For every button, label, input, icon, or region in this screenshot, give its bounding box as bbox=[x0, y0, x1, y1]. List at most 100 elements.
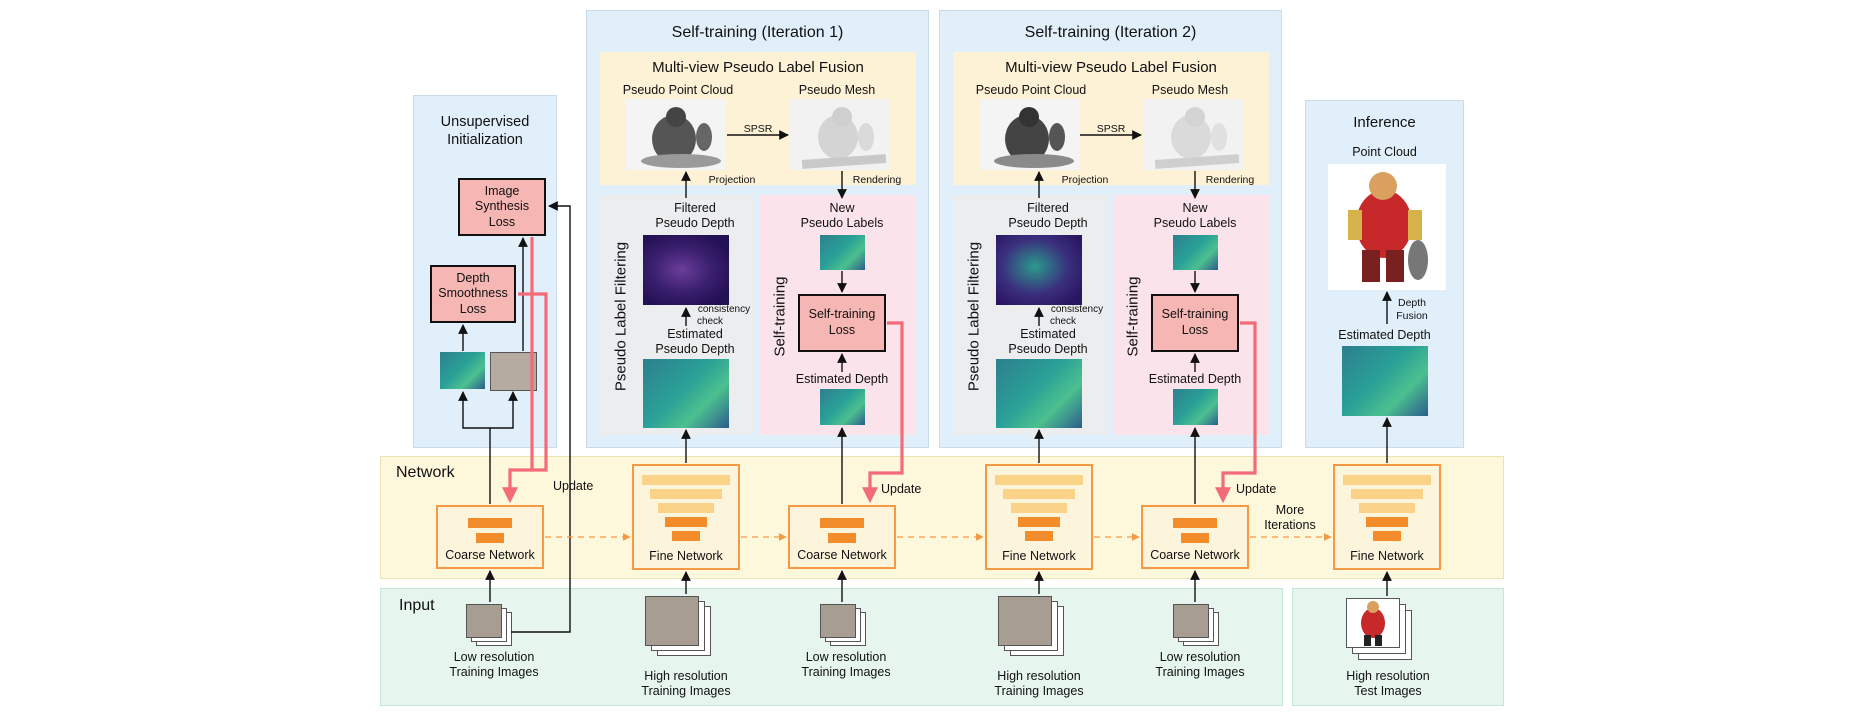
fine-bar bbox=[672, 531, 700, 541]
arrow-input-to-synthesis bbox=[511, 201, 571, 633]
low-res-label-1a: Low resolution bbox=[805, 650, 887, 664]
update-label-1: Update bbox=[881, 482, 922, 496]
projection-label-2: Projection bbox=[1061, 174, 1109, 186]
stack-image bbox=[998, 596, 1052, 646]
coarse-network-1: Coarse Network bbox=[788, 505, 896, 569]
fine-bar bbox=[1351, 489, 1423, 499]
pseudo-point-cloud-image-2 bbox=[979, 99, 1079, 170]
point-cloud-label: Point Cloud bbox=[1352, 145, 1417, 159]
filtered-label-2b: Pseudo Depth bbox=[1008, 216, 1088, 230]
fine-network-label: Fine Network bbox=[1002, 549, 1076, 563]
fine-network-2: Fine Network bbox=[985, 464, 1093, 570]
estimated-pseudo-depth-image-2 bbox=[996, 359, 1082, 428]
pseudo-mesh-label-2: Pseudo Mesh bbox=[1151, 83, 1229, 97]
unsupervised-init-title-2: Initialization bbox=[447, 132, 523, 148]
filtered-label-1a: Filtered bbox=[674, 201, 716, 215]
low-res-label-2a: Low resolution bbox=[1159, 650, 1241, 664]
coarse-bar bbox=[828, 533, 856, 543]
coarse-network-label: Coarse Network bbox=[445, 548, 535, 562]
stack-image bbox=[466, 604, 502, 638]
test-label-a: High resolution bbox=[1346, 669, 1430, 683]
depth-smoothness-loss-2: Smoothness bbox=[438, 286, 508, 301]
coarse-network-label: Coarse Network bbox=[1150, 548, 1240, 562]
fine-bar bbox=[1025, 531, 1053, 541]
new-pseudo-label-1b: Pseudo Labels bbox=[800, 216, 884, 230]
low-res-label-1b: Training Images bbox=[801, 665, 891, 679]
iter1-title: Self-training (Iteration 1) bbox=[671, 24, 844, 41]
more-iterations-label-1: More bbox=[1275, 503, 1305, 517]
coarse-bar bbox=[468, 518, 512, 528]
filtered-depth-image-1 bbox=[643, 235, 729, 305]
fine-network-final: Fine Network bbox=[1333, 464, 1441, 570]
self-training-loss-1b: Loss bbox=[828, 323, 856, 337]
low-res-label-0a: Low resolution bbox=[453, 650, 535, 664]
estimated-pseudo-depth-image-1 bbox=[643, 359, 729, 428]
image-synthesis-loss-2: Synthesis bbox=[474, 199, 530, 214]
stack-image bbox=[645, 596, 699, 646]
arrow-coarse0-up2 bbox=[490, 391, 518, 429]
pseudo-mesh-image-2 bbox=[1143, 99, 1243, 170]
high-res-label-2a: High resolution bbox=[997, 669, 1081, 683]
inference-title: Inference bbox=[1353, 114, 1416, 131]
high-res-label-1b: Training Images bbox=[641, 684, 731, 698]
iter2-title: Self-training (Iteration 2) bbox=[1024, 24, 1197, 41]
fine-bar bbox=[1359, 503, 1415, 513]
fine-bar bbox=[1366, 517, 1408, 527]
network-panel bbox=[380, 456, 1504, 579]
fine-bar bbox=[1011, 503, 1067, 513]
filtered-label-1b: Pseudo Depth bbox=[655, 216, 735, 230]
low-res-label-2b: Training Images bbox=[1155, 665, 1245, 679]
consistency-label-2b: check bbox=[1049, 316, 1077, 327]
unsup-depth-image bbox=[440, 352, 485, 389]
consistency-label-1b: check bbox=[696, 316, 724, 327]
filtered-label-2a: Filtered bbox=[1027, 201, 1069, 215]
estimated-depth-label-2: Estimated Depth bbox=[1148, 372, 1242, 386]
update-arrow-0a bbox=[502, 237, 534, 504]
pseudo-point-cloud-image-1 bbox=[626, 99, 726, 170]
stack-image bbox=[1173, 604, 1209, 638]
test-label-b: Test Images bbox=[1354, 684, 1422, 698]
pseudo-point-cloud-label-1: Pseudo Point Cloud bbox=[622, 83, 734, 97]
high-res-label-2b: Training Images bbox=[994, 684, 1084, 698]
new-pseudo-label-2a: New bbox=[1182, 201, 1208, 215]
low-res-label-0b: Training Images bbox=[449, 665, 539, 679]
coarse-network-0: Coarse Network bbox=[436, 505, 544, 569]
unsup-rgb-image bbox=[490, 352, 537, 391]
update-label-2: Update bbox=[1236, 482, 1277, 496]
fine-network-label: Fine Network bbox=[649, 549, 723, 563]
inference-depth-image bbox=[1342, 346, 1428, 416]
update-arrow-0b bbox=[518, 292, 548, 472]
fine-bar bbox=[642, 475, 730, 485]
image-synthesis-loss-3: Loss bbox=[488, 214, 516, 229]
estimated-depth-image-2 bbox=[1173, 389, 1218, 425]
fine-bar bbox=[665, 517, 707, 527]
spsr-label-1: SPSR bbox=[743, 123, 773, 135]
fine-bar bbox=[1373, 531, 1401, 541]
self-training-loss-2a: Self-training bbox=[1161, 307, 1229, 322]
filtered-depth-image-2 bbox=[996, 235, 1082, 305]
fine-bar bbox=[1003, 489, 1075, 499]
consistency-label-2a: consistency bbox=[1050, 304, 1104, 315]
depth-smoothness-loss-3: Loss bbox=[459, 301, 487, 316]
image-synthesis-loss-1: Image bbox=[484, 183, 520, 198]
depth-fusion-label-2: Fusion bbox=[1396, 310, 1428, 322]
fine-bar bbox=[1018, 517, 1060, 527]
fine-bar bbox=[650, 489, 722, 499]
fine-network-1: Fine Network bbox=[632, 464, 740, 570]
fine-bar bbox=[995, 475, 1083, 485]
rendering-label-1: Rendering bbox=[852, 174, 902, 186]
new-pseudo-labels-image-2 bbox=[1173, 235, 1218, 270]
self-training-loss-2b: Loss bbox=[1181, 323, 1209, 337]
high-res-label-1a: High resolution bbox=[644, 669, 728, 683]
rendering-label-2: Rendering bbox=[1205, 174, 1255, 186]
update-arrow-1 bbox=[862, 321, 904, 504]
fine-bar bbox=[658, 503, 714, 513]
fusion-title-1: Multi-view Pseudo Label Fusion bbox=[652, 59, 864, 76]
coarse-network-label: Coarse Network bbox=[797, 548, 887, 562]
inference-point-cloud-image bbox=[1328, 164, 1446, 290]
self-training-loss-1a: Self-training bbox=[808, 307, 876, 322]
